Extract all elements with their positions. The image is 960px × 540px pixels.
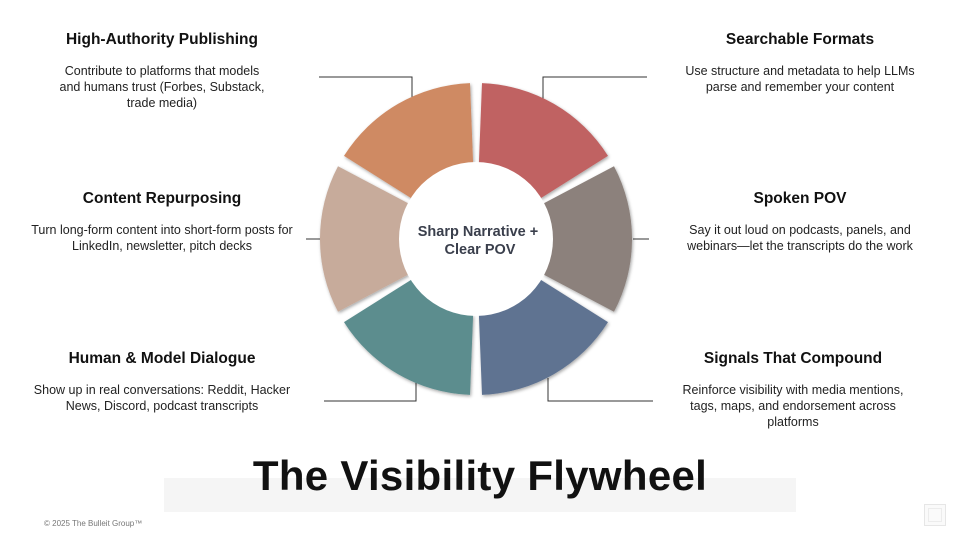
block-body: Reinforce visibility with media mentions… [682, 383, 904, 429]
block-heading: High-Authority Publishing [65, 31, 258, 48]
block-body: Contribute to platforms that models and … [59, 64, 265, 110]
center-line-2: Clear POV [445, 242, 516, 258]
block-body: Show up in real conversations: Reddit, H… [33, 383, 291, 413]
block-heading: Searchable Formats [725, 31, 875, 48]
block-heading: Signals That Compound [703, 350, 883, 367]
block-heading: Content Repurposing [82, 190, 242, 207]
block-signals-that-compound: Signals That Compound Reinforce visibili… [658, 350, 928, 430]
title-band [164, 478, 796, 512]
copyright-text: © 2025 The Bulleit Group™ [44, 519, 143, 528]
block-body: Turn long-form content into short-form p… [31, 223, 293, 253]
block-heading: Spoken POV [753, 190, 847, 207]
connector-top-left [319, 76, 413, 100]
connector-top-right [542, 76, 647, 100]
connector-bottom-right [547, 378, 653, 402]
block-searchable-formats: Searchable Formats Use structure and met… [665, 31, 935, 95]
block-body: Use structure and metadata to help LLMs … [685, 64, 915, 94]
center-text: Sharp Narrative + Clear POV [418, 224, 543, 258]
block-human-model-dialogue: Human & Model Dialogue Show up in real c… [27, 350, 297, 414]
page-title: The Visibility Flywheel [252, 452, 708, 499]
connector-bottom-left [324, 378, 417, 402]
block-spoken-pov: Spoken POV Say it out loud on podcasts, … [665, 190, 935, 254]
flywheel-segments [319, 83, 633, 395]
block-content-repurposing: Content Repurposing Turn long-form conte… [27, 190, 297, 254]
segment-bottom-left [344, 279, 474, 395]
connector-lines [306, 76, 653, 402]
center-circle [399, 162, 553, 316]
segment-top-right [478, 83, 608, 199]
center-line-1: Sharp Narrative + [418, 224, 539, 240]
segment-left [319, 166, 409, 312]
block-body: Say it out loud on podcasts, panels, and… [687, 223, 913, 253]
corner-placeholder-icon [924, 504, 946, 526]
segment-top-left [344, 83, 474, 199]
segment-bottom-right [478, 279, 608, 395]
block-high-authority-publishing: High-Authority Publishing Contribute to … [27, 31, 297, 111]
block-heading: Human & Model Dialogue [68, 350, 256, 367]
segment-right [543, 166, 633, 312]
